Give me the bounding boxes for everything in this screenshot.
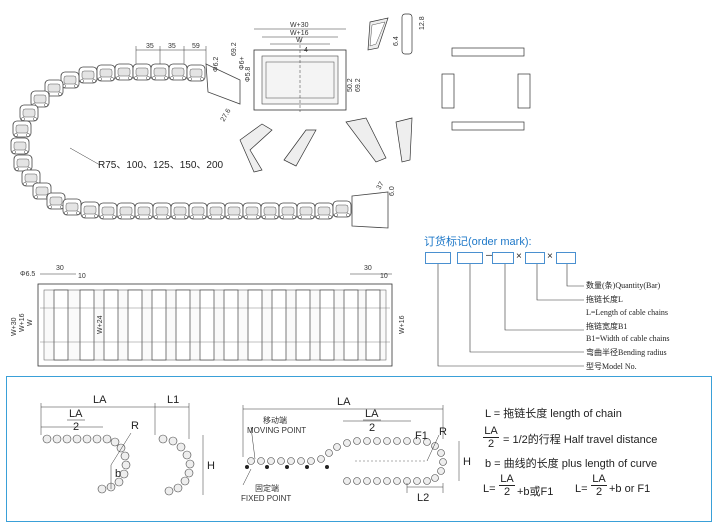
- order-sep-x1: ×: [516, 251, 522, 262]
- fixed-cn: 固定端: [255, 483, 279, 493]
- travel-diagram: LA LA 2 L1 R b H: [40, 394, 471, 504]
- cs-h1: 50.2: [347, 78, 354, 92]
- sv-w: W: [27, 319, 34, 326]
- dim-69: 69.2: [231, 42, 238, 56]
- right-la2-den: 2: [369, 422, 375, 434]
- formula-1-frac: LA 2: [499, 473, 515, 498]
- cs-fixed-hole: Φ5.8: [245, 67, 252, 82]
- fixed-en: FIXED POINT: [241, 494, 291, 503]
- order-box-width: [492, 252, 514, 264]
- order-mark-title: 订货标记(order mark):: [424, 236, 532, 248]
- order-box-model: [425, 252, 451, 264]
- right-r: R: [439, 426, 447, 438]
- bracket-views: [441, 47, 531, 131]
- cs-w16: W+16: [290, 30, 309, 37]
- sv-d30b: 30: [364, 265, 372, 272]
- formula-1-rhs: +b或F1: [517, 486, 554, 498]
- order-sep-x2: ×: [547, 251, 553, 262]
- formula-2-num: LA: [591, 473, 607, 486]
- cs-h2: 69.2: [355, 78, 362, 92]
- left-r: R: [131, 420, 139, 432]
- sv-w16b: W+16: [399, 315, 406, 334]
- order-box-quantity: [556, 252, 576, 264]
- legend-la-num: LA: [483, 425, 499, 438]
- link-iso-views: 6.4 12.8: [239, 13, 426, 173]
- right-travel-sketch: [242, 405, 460, 493]
- cs-w30: W+30: [290, 22, 309, 29]
- dim-59: 59: [192, 43, 200, 50]
- sv-d10b: 10: [380, 273, 388, 280]
- link-d64: 6.4: [393, 36, 400, 46]
- dim-60: 6.0: [389, 186, 396, 196]
- legend-l: L = 拖链长度 length of chain: [485, 408, 622, 420]
- order-length-en: L=Length of cable chains: [586, 308, 669, 317]
- dim-35b: 35: [168, 43, 176, 50]
- upper-end-bracket: [205, 63, 241, 105]
- moving-en: MOVING POINT: [247, 426, 306, 435]
- left-la: LA: [93, 394, 107, 406]
- technical-drawing: 35 35 59 69.2 Φ6.2 27.6 6.0 37 R75、100、1…: [10, 13, 584, 367]
- formula-2-frac: LA 2: [591, 473, 607, 498]
- formula-1-den: 2: [503, 486, 511, 498]
- order-sep-dash: —: [486, 250, 496, 261]
- chain-loop-drawing: 35 35 59 69.2 Φ6.2 27.6 6.0 37 R75、100、1…: [10, 42, 396, 229]
- dim-37: 37: [376, 181, 386, 191]
- order-width-en: B1=Width of cable chains: [586, 334, 670, 343]
- order-box-length: [525, 252, 545, 264]
- right-la2-num: LA: [365, 408, 379, 420]
- left-travel-sketch: [40, 403, 204, 496]
- link-d128: 12.8: [419, 16, 426, 30]
- formula-2-lhs: L=: [575, 483, 588, 495]
- sv-w16a: W+16: [19, 313, 26, 332]
- order-length-cn: 拖链长度L: [586, 295, 623, 304]
- cs-phi-plus: Φ6+: [239, 56, 246, 70]
- right-la: LA: [337, 396, 351, 408]
- right-f1: F1: [415, 430, 428, 442]
- dim-35a: 35: [146, 43, 154, 50]
- chain-upper-run: [78, 63, 206, 84]
- left-la2-num: LA: [69, 408, 83, 420]
- sv-w30: W+30: [11, 317, 18, 336]
- formula-1-lhs: L=: [483, 483, 496, 495]
- order-width-cn: 拖链宽度B1: [586, 322, 628, 331]
- left-h: H: [207, 460, 215, 472]
- legend-la-text: = 1/2的行程 Half travel distance: [503, 434, 658, 446]
- chain-bend: [10, 71, 82, 216]
- legend-la-frac: LA 2: [483, 425, 499, 450]
- dim-phi: Φ6.2: [213, 57, 220, 72]
- cs-d4: 4: [304, 47, 308, 54]
- right-h: H: [463, 456, 471, 468]
- cross-section-drawing: W+30 W+16 W 4 Φ6+ Φ5.8 50.2 69.2: [239, 22, 362, 112]
- order-quantity: 数量(条)Quantity(Bar): [586, 281, 661, 290]
- chain-lower-run: [80, 200, 352, 220]
- left-l1: L1: [167, 394, 179, 406]
- sv-d10a: 10: [78, 273, 86, 280]
- dim-27: 27.6: [220, 108, 233, 123]
- sv-phi: Φ6.5: [20, 271, 35, 278]
- lower-end-bracket: [351, 191, 389, 229]
- travel-diagram-panel: LA LA 2 L1 R b H: [6, 376, 712, 522]
- side-view-drawing: Φ6.5 30 10 30 10 W+30 W+16 W W+24 W+16: [11, 265, 406, 367]
- cs-w: W: [296, 37, 303, 44]
- order-mark-leaders: [437, 259, 584, 367]
- left-la2-den: 2: [73, 421, 79, 433]
- formula-1-num: LA: [499, 473, 515, 486]
- order-box-radius: [457, 252, 483, 264]
- sv-d30a: 30: [56, 265, 64, 272]
- formula-2-rhs: +b or F1: [609, 483, 651, 495]
- radius-list: R75、100、125、150、200: [98, 160, 224, 171]
- legend-b: b = 曲线的长度 plus length of curve: [485, 458, 658, 470]
- left-b: b: [115, 468, 121, 480]
- legend-la-den: 2: [487, 438, 495, 450]
- order-radius: 弯曲半径Bending radius: [586, 348, 667, 357]
- right-l2: L2: [417, 492, 429, 504]
- formula-2-den: 2: [595, 486, 603, 498]
- order-model: 型号Model No.: [586, 362, 637, 371]
- sv-w24: W+24: [97, 315, 104, 334]
- moving-cn: 移动端: [263, 415, 287, 425]
